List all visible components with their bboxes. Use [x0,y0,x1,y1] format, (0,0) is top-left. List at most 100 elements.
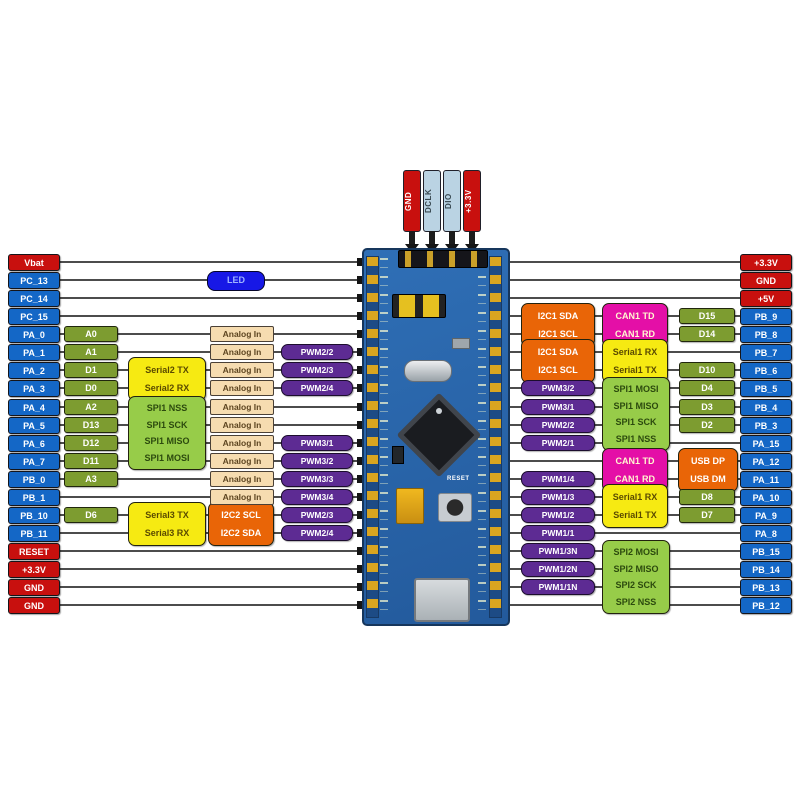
pin-pb6: PB_6 [740,362,792,379]
board-reset-label: RESET [447,476,470,482]
analog-in: Analog In [210,489,274,505]
i2c1-sda: I2C1 SDA [537,347,579,358]
pin-pb11: PB_11 [8,525,60,542]
analog-in: Analog In [210,344,274,360]
spi1-miso: SPI1 MISO [613,400,659,411]
alias-d15: D15 [679,308,735,324]
board-component [392,446,404,464]
wire [60,547,365,555]
board-reset-button [438,493,472,522]
alias-d11: D11 [64,453,118,469]
i2c2-scl: I2C2 SCL [221,510,261,521]
pwm-pill: PWM2/2 [281,344,353,360]
i2c1-sda: I2C1 SDA [537,311,579,322]
pin-pa1: PA_1 [8,344,60,361]
pin-reset: RESET [8,543,60,560]
pin-pb7: PB_7 [740,344,792,361]
pin-gnd-2: GND [8,597,60,614]
serial1-tx: Serial1 TX [613,364,657,375]
pin-gnd-1: GND [8,579,60,596]
led-badge: LED [207,271,265,291]
prog-pin-3v3: +3.3V [463,170,481,232]
wire [60,583,365,591]
board-debug-header [398,250,488,268]
analog-in: Analog In [210,435,274,451]
i2c1-scl: I2C1 SCL [538,364,578,375]
pwm-pill: PWM1/2 [521,507,595,523]
alias-a2: A2 [64,399,118,415]
wire [501,276,740,284]
usb-box: USB DP USB DM [678,448,738,492]
i2c2-sda: I2C2 SDA [220,527,262,538]
spi2-nss: SPI2 NSS [615,596,657,607]
spi1-sck: SPI1 SCK [615,417,657,428]
alias-d8: D8 [679,489,735,505]
pin-pb9: PB_9 [740,308,792,325]
serial1-tx: Serial1 TX [613,509,657,520]
pin-pc14: PC_14 [8,290,60,307]
pin-pb3: PB_3 [740,417,792,434]
serial3-tx: Serial3 TX [145,510,189,521]
pin-gnd-r: GND [740,272,792,289]
pwm-pill: PWM1/1 [521,525,595,541]
spi1-sck: SPI1 SCK [146,419,188,430]
analog-in: Analog In [210,417,274,433]
board-usb-connector [414,578,470,622]
analog-in: Analog In [210,453,274,469]
prog-wire [405,231,419,253]
alias-a0: A0 [64,326,118,342]
serial2-rx: Serial2 RX [144,382,190,393]
pwm-pill: PWM3/1 [281,435,353,451]
alias-d2: D2 [679,417,735,433]
board-power-connector [396,488,424,524]
alias-d3: D3 [679,399,735,415]
spi2-sck: SPI2 SCK [615,580,657,591]
pwm-pill: PWM1/3 [521,489,595,505]
board-pin-strip-left [366,256,379,618]
board-silkscreen-right [478,258,486,614]
pwm-pill: PWM3/1 [521,399,595,415]
prog-pin-gnd: GND [403,170,421,232]
pin-pb8: PB_8 [740,326,792,343]
pin-pb14: PB_14 [740,561,792,578]
board-crystal [404,360,452,382]
pin-pa10: PA_10 [740,489,792,506]
serial1-rx: Serial1 RX [612,347,658,358]
pin-pa2: PA_2 [8,362,60,379]
prog-pin-dclk: DCLK [423,170,441,232]
spi1-miso: SPI1 MISO [144,436,190,447]
pwm-pill: PWM2/4 [281,380,353,396]
wire [60,565,365,573]
pin-pc15: PC_15 [8,308,60,325]
serial1-box: Serial1 RX Serial1 TX [602,484,668,528]
analog-in: Analog In [210,326,274,342]
alias-d4: D4 [679,380,735,396]
pin-pb12: PB_12 [740,597,792,614]
spi2-box: SPI2 MOSI SPI2 MISO SPI2 SCK SPI2 NSS [602,540,670,614]
prog-pin-dio: DIO [443,170,461,232]
pin-pa11: PA_11 [740,471,792,488]
board-boot-jumpers [392,294,446,318]
serial2-tx: Serial2 TX [145,365,189,376]
alias-d0: D0 [64,380,118,396]
pin-5v: +5V [740,290,792,307]
alias-d14: D14 [679,326,735,342]
pin-pa7: PA_7 [8,453,60,470]
analog-in: Analog In [210,362,274,378]
can1-rd: CAN1 RD [614,328,655,339]
analog-in: Analog In [210,471,274,487]
can1-td: CAN1 TD [615,311,655,322]
spi1-left-box: SPI1 NSS SPI1 SCK SPI1 MISO SPI1 MOSI [128,396,206,470]
pin-pb10: PB_10 [8,507,60,524]
pwm-pill: PWM1/2N [521,561,595,577]
pin-pa3: PA_3 [8,380,60,397]
pin-pa15: PA_15 [740,435,792,452]
pin-3v3-r: +3.3V [740,254,792,271]
pin-pb15: PB_15 [740,543,792,560]
wire [60,294,365,302]
alias-d13: D13 [64,417,118,433]
pin-pc13: PC_13 [8,272,60,289]
pwm-pill: PWM1/4 [521,471,595,487]
pin-3v3: +3.3V [8,561,60,578]
